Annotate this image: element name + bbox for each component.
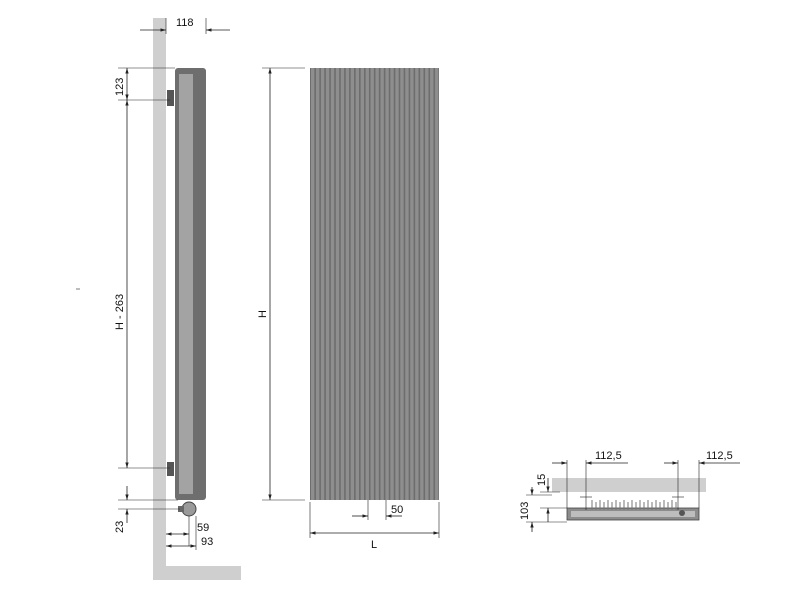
wall-section <box>153 18 166 580</box>
dim-depth-label: 118 <box>176 17 194 29</box>
radiator-column <box>355 68 360 500</box>
plan-valve-icon <box>679 510 685 516</box>
radiator-column <box>335 68 340 500</box>
radiator-plan-inner <box>571 511 695 517</box>
dim-pitch-label: 50 <box>391 504 403 516</box>
radiator-column <box>320 68 325 500</box>
radiator-column <box>311 68 315 500</box>
valve-stem <box>178 506 184 512</box>
radiator-front-body <box>310 68 439 500</box>
wall-bracket-bottom <box>167 462 174 476</box>
radiator-column <box>395 68 399 500</box>
radiator-column <box>340 68 345 500</box>
dim-right-offset-label: 112,5 <box>706 450 733 462</box>
radiator-columns <box>311 68 439 500</box>
radiator-column <box>420 68 424 500</box>
dim-span-label: H - 263 <box>114 294 126 330</box>
dim-left-offset-label: 112,5 <box>595 450 622 462</box>
radiator-column <box>390 68 394 500</box>
radiator-column <box>425 68 429 500</box>
radiator-column <box>385 68 389 500</box>
dim-bottom-label: 23 <box>114 521 126 533</box>
dim-plan-depth-label: 103 <box>519 502 531 520</box>
dim-valve-2-label: 93 <box>201 536 213 548</box>
radiator-column <box>410 68 414 500</box>
front-view: H 50 L <box>257 67 440 551</box>
radiator-column <box>365 68 369 500</box>
dim-top-label: 123 <box>114 78 126 96</box>
dim-height-label: H <box>257 310 269 318</box>
plan-wall-section <box>552 478 706 492</box>
radiator-column <box>325 68 330 500</box>
radiator-column <box>360 68 364 500</box>
radiator-column <box>315 68 320 500</box>
radiator-column <box>375 68 379 500</box>
radiator-column <box>435 68 439 500</box>
radiator-column <box>330 68 335 500</box>
radiator-column <box>350 68 355 500</box>
plan-view: 112,5 112,5 15 103 <box>519 450 740 532</box>
radiator-column <box>405 68 409 500</box>
radiator-side-face <box>179 74 193 494</box>
wall-bracket-top <box>167 90 174 106</box>
valve-icon <box>181 501 197 517</box>
floor-section <box>153 566 241 580</box>
radiator-plan-fins <box>591 500 677 510</box>
radiator-column <box>430 68 434 500</box>
radiator-column <box>345 68 350 500</box>
dim-length-label: L <box>371 539 377 551</box>
radiator-column <box>415 68 419 500</box>
radiator-column <box>370 68 374 500</box>
side-view: 118 123 H - 263 23 59 93 <box>76 17 241 580</box>
radiator-column <box>400 68 404 500</box>
radiator-column <box>380 68 384 500</box>
dim-wall-gap-label: 15 <box>536 474 548 486</box>
dim-valve-1-label: 59 <box>197 522 209 534</box>
